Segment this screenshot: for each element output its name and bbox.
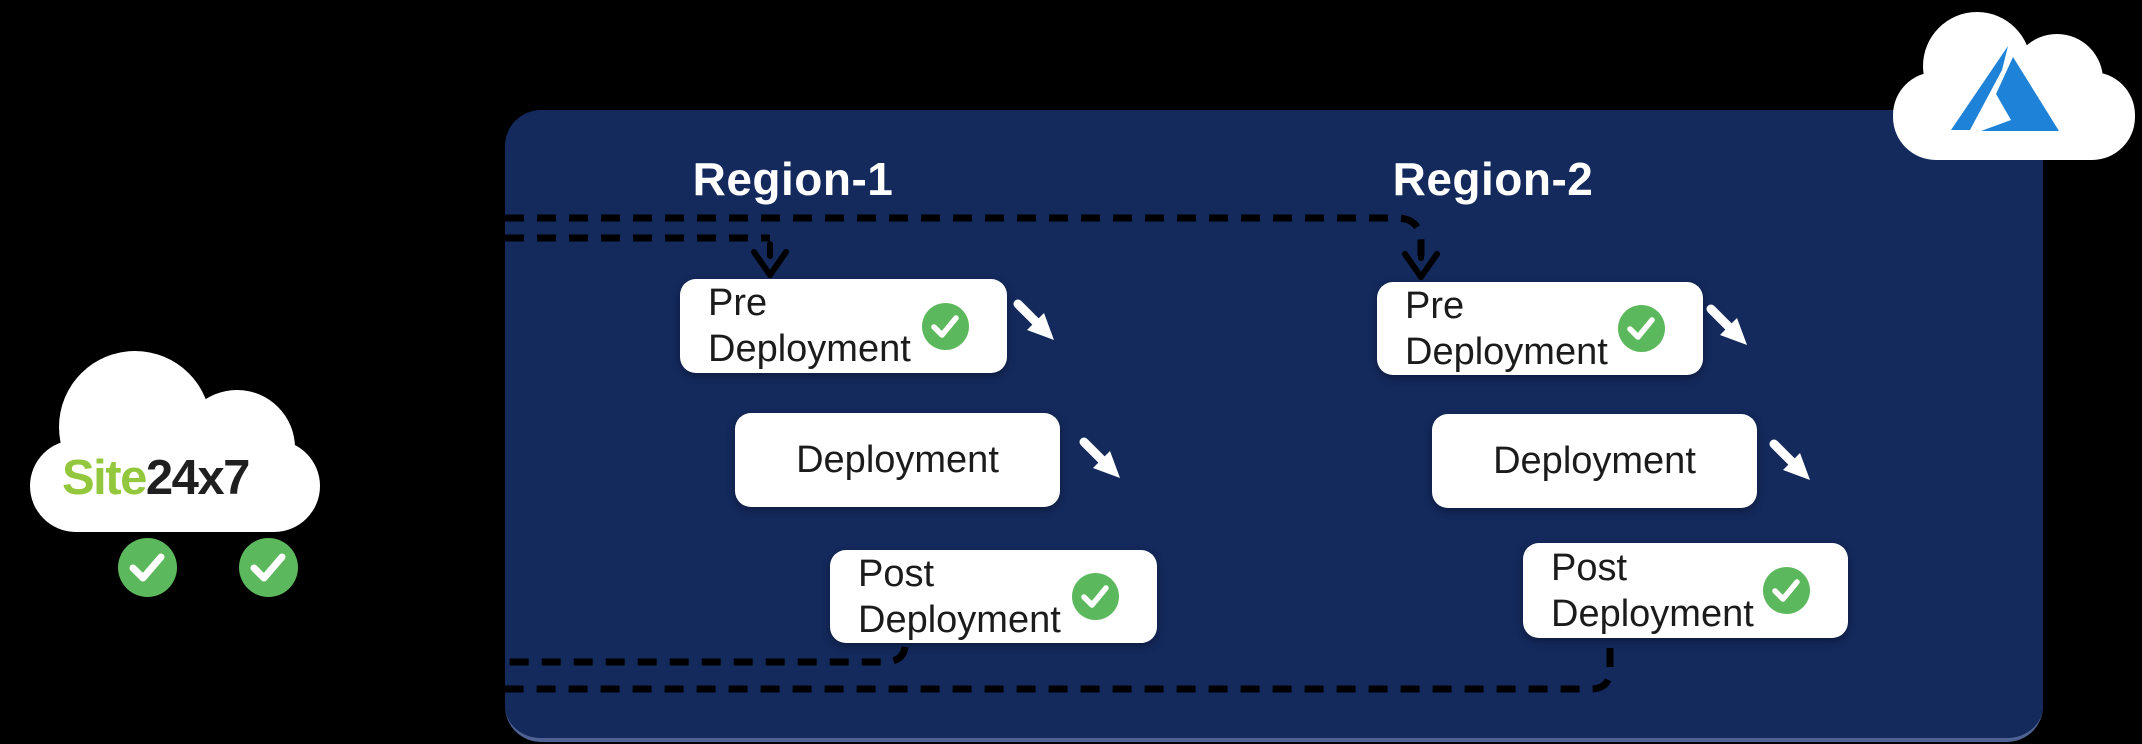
- success-check-icon: [1072, 573, 1119, 620]
- success-check-icon: [239, 538, 298, 597]
- flow-arrow-icon: [1013, 299, 1054, 340]
- step-label: Pre Deployment: [708, 282, 911, 370]
- step-box-region2-post-deployment: Post Deployment: [1523, 543, 1848, 638]
- site24x7-wordmark-green: Site: [62, 451, 147, 505]
- success-check-icon: [922, 302, 969, 350]
- azure-cloud-icon: [1893, 12, 2135, 160]
- step-box-region2-deployment: Deployment: [1432, 414, 1757, 508]
- success-check-icon: [1763, 567, 1810, 614]
- step-label: Deployment: [1493, 440, 1696, 482]
- site24x7-cloud-icon: [30, 351, 320, 532]
- site24x7-wordmark: Site24x7: [62, 450, 251, 506]
- success-check-icon: [1618, 305, 1665, 352]
- flow-arrow-icon: [1079, 437, 1120, 478]
- step-box-region1-deployment: Deployment: [735, 413, 1060, 507]
- region-2-title: Region-2: [1392, 153, 1594, 205]
- step-label: Post Deployment: [858, 552, 1061, 641]
- step-box-region1-post-deployment: Post Deployment: [830, 550, 1157, 643]
- site24x7-wordmark-dark: 24x7: [145, 451, 251, 505]
- step-label: Post Deployment: [1551, 546, 1754, 635]
- azure-logo-icon: [1951, 46, 2059, 131]
- step-label: Pre Deployment: [1405, 284, 1608, 373]
- success-check-icon: [118, 538, 177, 597]
- step-box-region2-pre-deployment: Pre Deployment: [1377, 282, 1703, 375]
- region-1-title: Region-1: [692, 153, 894, 205]
- flow-arrow-icon: [1706, 304, 1747, 345]
- flow-arrow-icon: [1769, 439, 1810, 480]
- step-box-region1-pre-deployment: Pre Deployment: [680, 279, 1007, 373]
- step-label: Deployment: [796, 439, 999, 481]
